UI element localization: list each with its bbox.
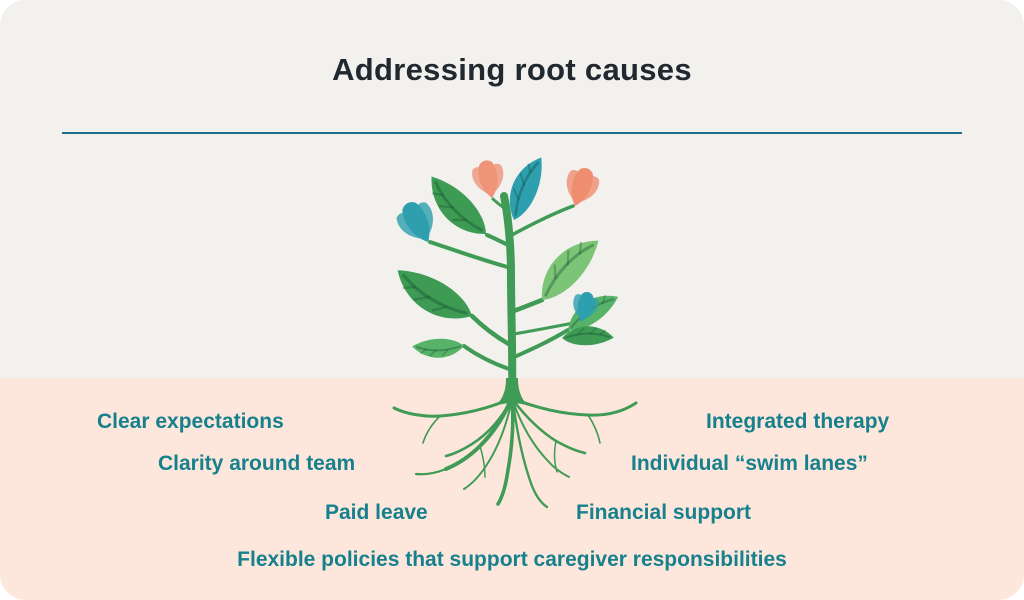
label-clear-expectations: Clear expectations xyxy=(97,410,284,433)
divider-line xyxy=(62,132,962,134)
plant-stem xyxy=(428,192,581,402)
label-individual-swim-lanes: Individual “swim lanes” xyxy=(631,452,868,475)
label-paid-leave: Paid leave xyxy=(325,501,428,524)
label-clarity-around-team: Clarity around team xyxy=(158,452,356,475)
plant-with-roots-icon xyxy=(387,150,638,509)
label-integrated-therapy: Integrated therapy xyxy=(706,410,890,433)
label-flexible-policies: Flexible policies that support caregiver… xyxy=(237,548,787,571)
label-financial-support: Financial support xyxy=(576,501,752,524)
page-title: Addressing root causes xyxy=(332,52,692,87)
